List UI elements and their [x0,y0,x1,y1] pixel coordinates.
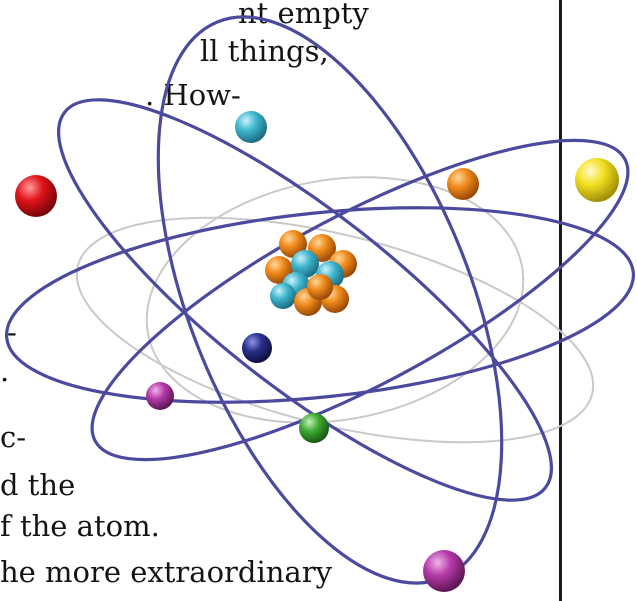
nucleon [307,274,333,300]
electron-orange [447,168,479,200]
electron-yellow [575,158,619,202]
electron-cyan [235,111,267,143]
electron-navy [242,333,272,363]
faint-orbits [55,149,615,486]
nucleus [265,230,357,316]
electrons [15,111,619,592]
electron-magenta-large [423,550,465,592]
faint-orbit-1 [55,174,615,487]
electron-red [15,175,57,217]
nucleon [270,283,296,309]
electron-magenta-small [146,382,174,410]
electron-green [299,413,329,443]
